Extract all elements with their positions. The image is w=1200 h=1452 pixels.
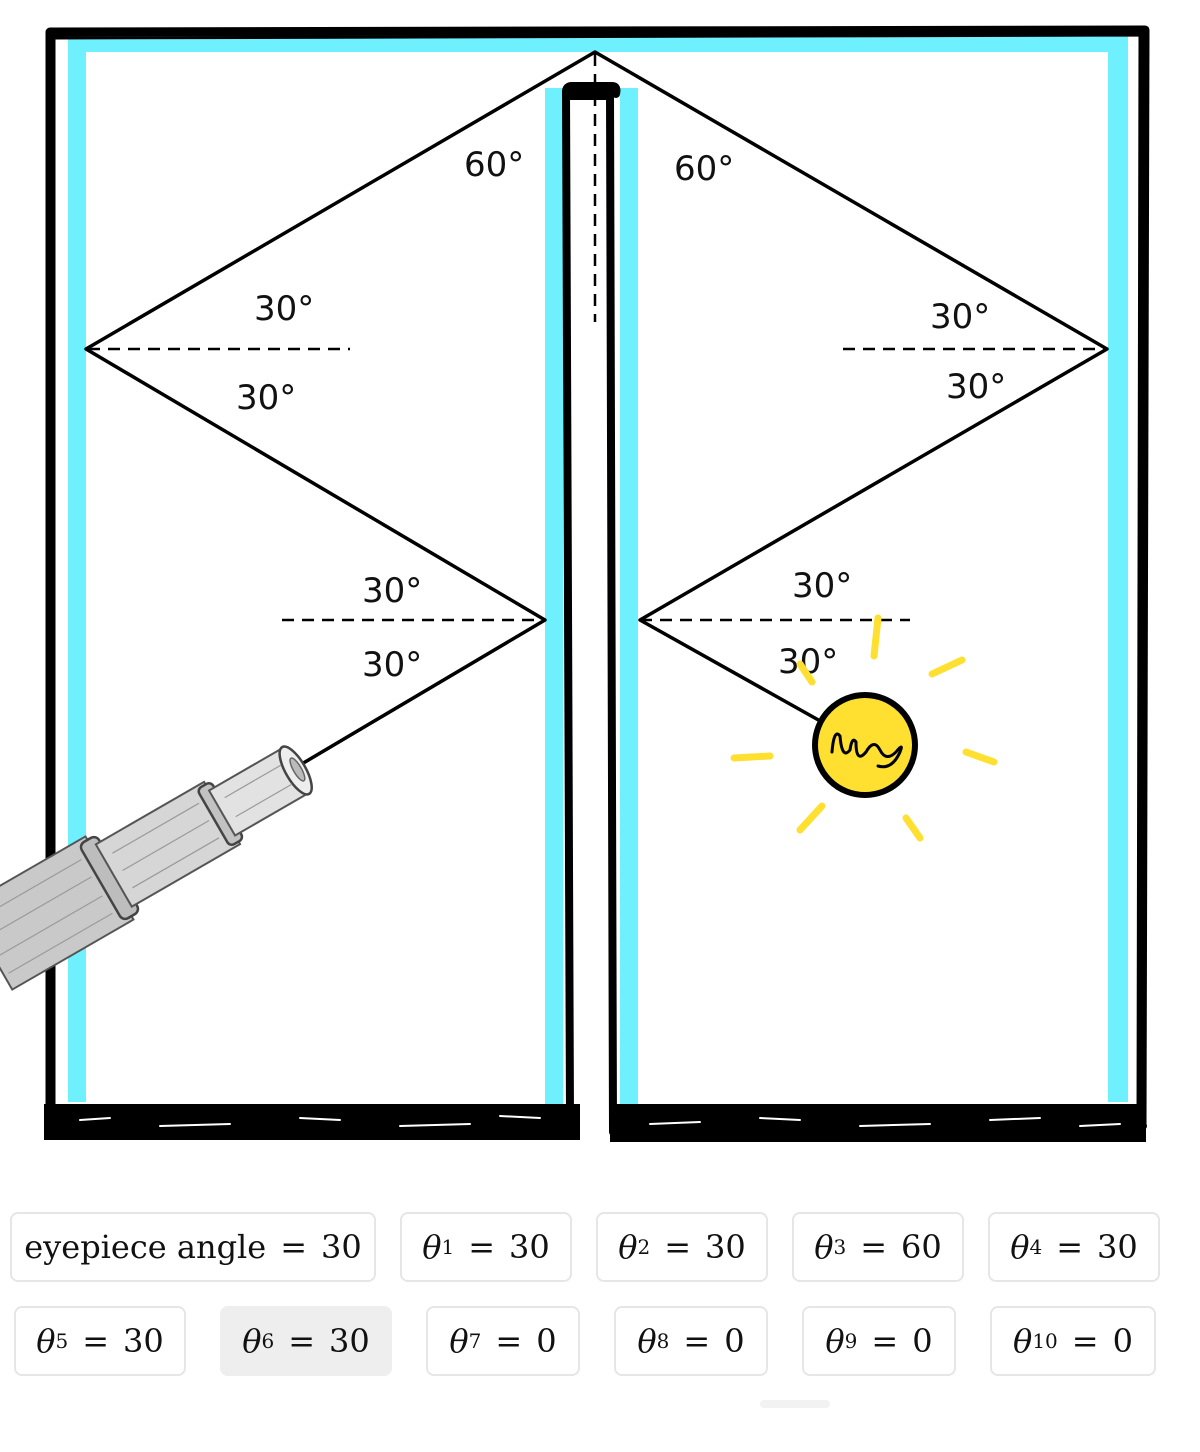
scribble-highlights: [79, 1115, 1121, 1127]
angle-label-left-upper-below: 30°: [236, 378, 296, 418]
normal-lines: [88, 54, 1105, 622]
angle-labels: 60° 60° 30° 30° 30° 30° 30° 30° 30° 30°: [236, 145, 1006, 685]
scroll-hint: [760, 1400, 830, 1408]
periscope-diagram: 60° 60° 30° 30° 30° 30° 30° 30° 30° 30°: [0, 25, 1150, 1142]
angle-label-left-lower-above: 30°: [362, 571, 422, 611]
eyepiece-angle-label: eyepiece angle: [24, 1228, 267, 1266]
periscope-frame: [45, 25, 1150, 1136]
eyepiece-angle-button[interactable]: eyepiece angle=30: [10, 1212, 376, 1282]
theta-1-value: 30: [509, 1228, 550, 1266]
theta-7-value: 0: [536, 1322, 557, 1360]
mirrors: [68, 34, 1128, 1110]
eyepiece-angle-value: 30: [321, 1228, 362, 1266]
theta-5-value: 30: [123, 1322, 164, 1360]
telescope-icon: [0, 745, 313, 991]
angle-label-right-upper-below: 30°: [946, 367, 1006, 407]
theta-6-value: 30: [329, 1322, 370, 1360]
sun-icon: [730, 614, 998, 842]
theta-8-value: 0: [724, 1322, 745, 1360]
theta-9-value: 0: [912, 1322, 933, 1360]
angle-label-left-top: 60°: [464, 145, 524, 185]
theta-3-value: 60: [901, 1228, 942, 1266]
left-mirror: [68, 34, 86, 1102]
center-right-mirror: [620, 88, 638, 1110]
theta-2-value: 30: [705, 1228, 746, 1266]
right-mirror: [1108, 34, 1128, 1102]
frame-bottom-scribbles: [44, 1104, 1146, 1142]
theta-10-value: 0: [1112, 1322, 1133, 1360]
angle-label-left-upper-above: 30°: [254, 289, 314, 329]
angle-label-right-top: 60°: [674, 149, 734, 189]
angle-label-right-upper-above: 30°: [930, 297, 990, 337]
theta-4-value: 30: [1097, 1228, 1138, 1266]
angle-label-right-lower-above: 30°: [792, 566, 852, 606]
angle-label-left-lower-below: 30°: [362, 645, 422, 685]
center-left-mirror: [545, 88, 563, 1110]
